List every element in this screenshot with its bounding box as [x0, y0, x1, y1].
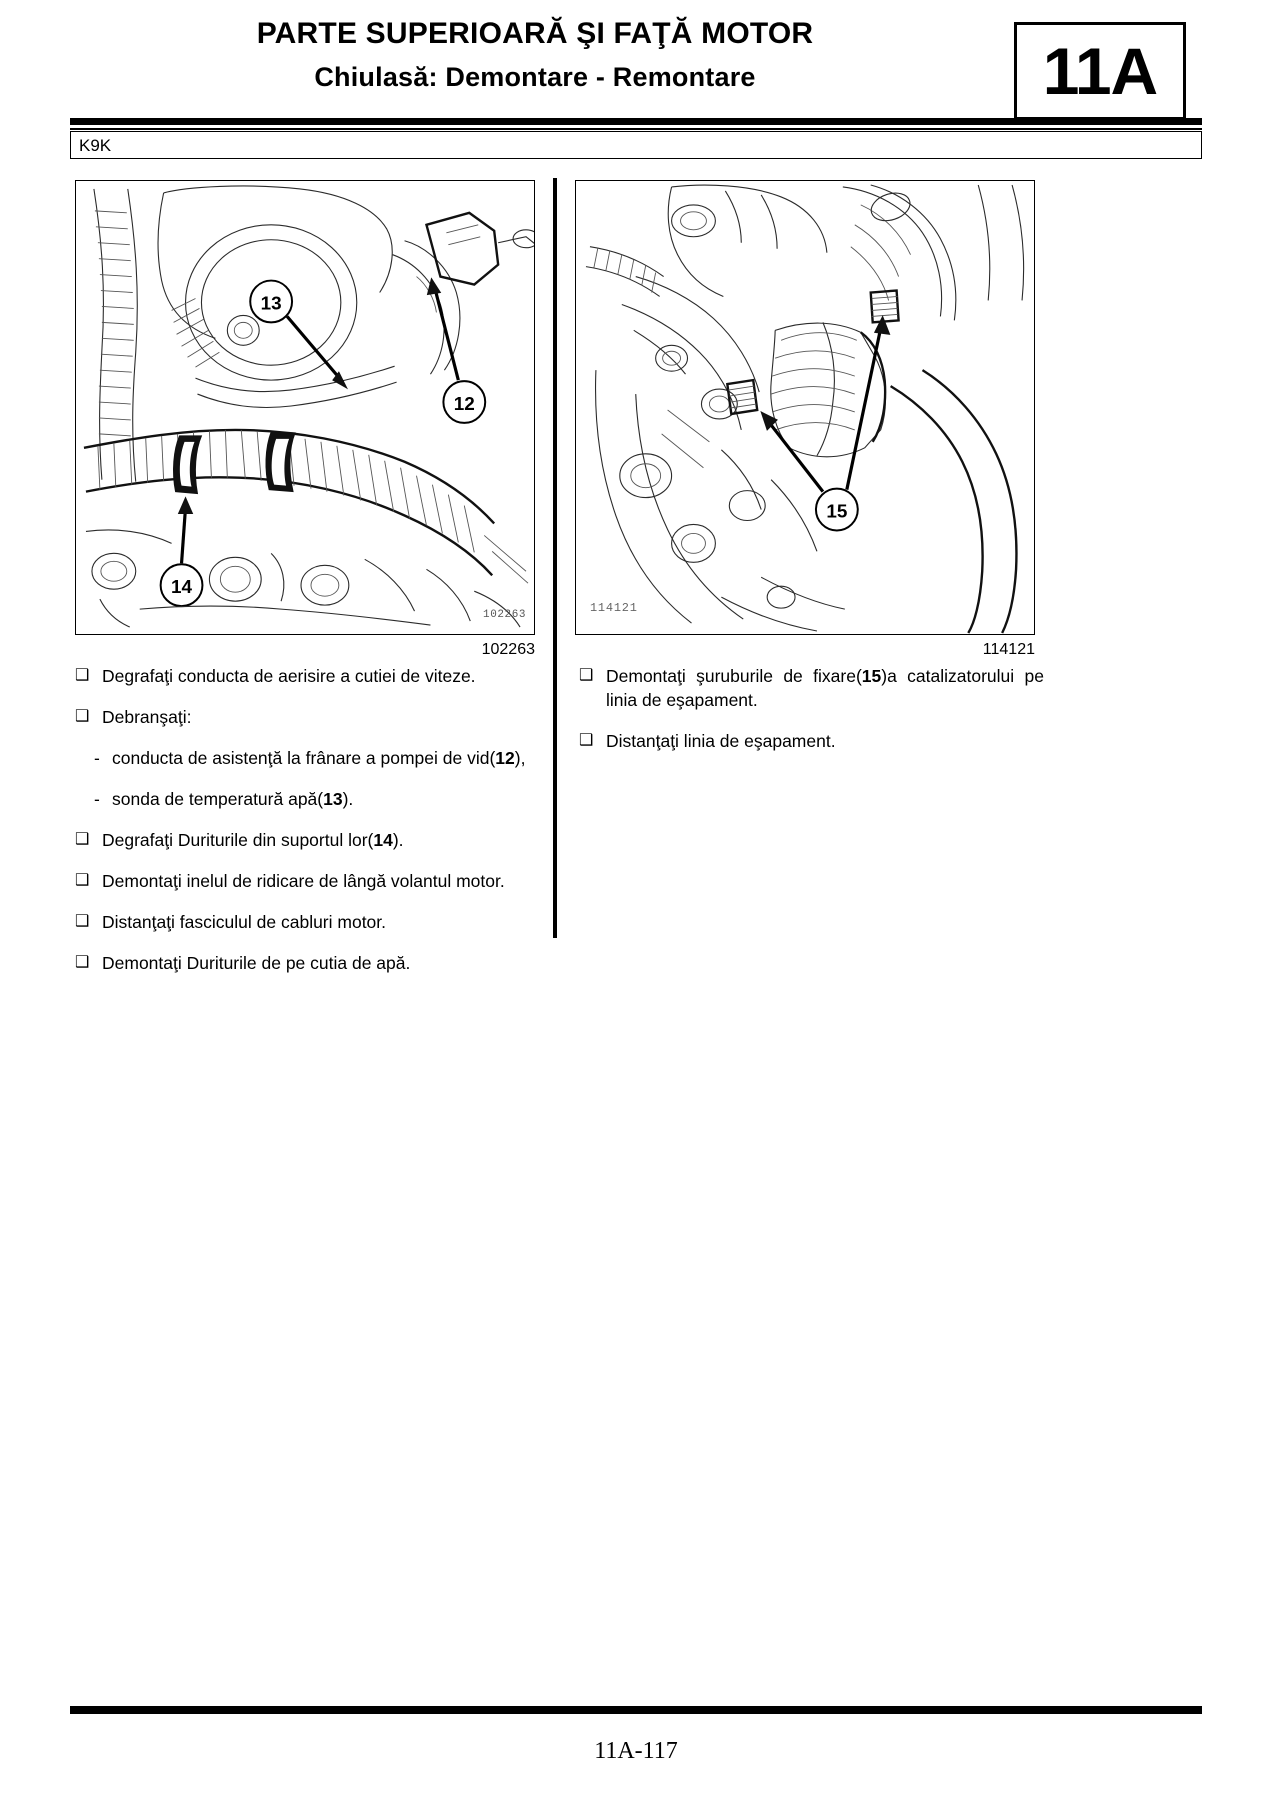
column-divider — [553, 178, 557, 938]
checkbox-bullet-icon: ❑ — [75, 708, 90, 725]
svg-text:15: 15 — [826, 502, 847, 523]
page-header: PARTE SUPERIOARĂ ŞI FAŢĂ MOTOR Chiulasă:… — [70, 14, 1202, 120]
sub-list-item-text-after: ). — [342, 789, 354, 809]
page-title: PARTE SUPERIOARĂ ŞI FAŢĂ MOTOR Chiulasă:… — [70, 14, 1000, 96]
callout-ref: 14 — [373, 830, 393, 850]
checkbox-bullet-icon: ❑ — [75, 872, 90, 889]
checkbox-bullet-icon: ❑ — [75, 954, 90, 971]
list-item: ❑ Demontaţi şuruburile de fixare(15)a ca… — [576, 664, 1044, 712]
svg-text:13: 13 — [261, 293, 282, 314]
checkbox-bullet-icon: ❑ — [75, 831, 90, 848]
header-rule-thick — [70, 118, 1202, 125]
engine-code-box: K9K — [70, 131, 1202, 159]
list-item-text: Distanţaţi fasciculul de cabluri motor. — [102, 912, 387, 932]
list-item-text-after: )a catalizatorului pe linia de eşapament… — [606, 666, 1044, 710]
list-item: ❑ Distanţaţi linia de eşapament. — [576, 729, 1044, 753]
list-item-text: Degrafaţi conducta de aerisire a cutiei … — [102, 666, 476, 686]
callout-ref: 12 — [495, 748, 515, 768]
section-badge: 11A — [1014, 22, 1186, 120]
instructions-column-right: ❑ Demontaţi şuruburile de fixare(15)a ca… — [576, 664, 1044, 770]
list-item-text: Demontaţi Duriturile de pe cutia de apă. — [102, 953, 411, 973]
page-number: 11A-117 — [594, 1738, 678, 1764]
figure-left: 13 12 — [75, 180, 535, 635]
list-item: ❑ Distanţaţi fasciculul de cabluri motor… — [72, 910, 538, 934]
footer-rule — [70, 1706, 1202, 1714]
section-badge-label: 11A — [1042, 34, 1158, 108]
list-item-text: Distanţaţi linia de eşapament. — [606, 731, 836, 751]
list-item: ❑ Degrafaţi conducta de aerisire a cutie… — [72, 664, 538, 688]
list-item: ❑ Degrafaţi Duriturile din suportul lor(… — [72, 828, 538, 852]
svg-text:14: 14 — [171, 577, 193, 598]
checkbox-bullet-icon: ❑ — [75, 913, 90, 930]
svg-text:102263: 102263 — [483, 609, 526, 621]
list-item-text-after: ). — [392, 830, 404, 850]
dash-bullet-icon: - — [94, 789, 100, 809]
figure-right-caption: 114121 — [982, 641, 1035, 658]
svg-text:12: 12 — [454, 394, 475, 415]
list-item: ❑ Debranşaţi: — [72, 705, 538, 729]
figure-right-drawing: 15 114121 — [576, 181, 1034, 634]
list-item-text: Debranşaţi: — [102, 707, 192, 727]
sub-list-item-text-after: ), — [514, 748, 526, 768]
engine-code-label: K9K — [79, 136, 112, 155]
title-line-primary: PARTE SUPERIOARĂ ŞI FAŢĂ MOTOR — [256, 17, 814, 50]
checkbox-bullet-icon: ❑ — [579, 732, 594, 749]
sub-list-item-text: conducta de asistenţă la frânare a pompe… — [112, 748, 496, 768]
callout-ref: 15 — [861, 666, 882, 686]
list-item-text: Demontaţi şuruburile de fixare( — [606, 666, 862, 686]
header-rule-thin — [70, 128, 1202, 130]
list-item-text: Demontaţi inelul de ridicare de lângă vo… — [102, 871, 505, 891]
figure-right: 15 114121 — [575, 180, 1035, 635]
dash-bullet-icon: - — [94, 748, 100, 768]
list-item: ❑ Demontaţi Duriturile de pe cutia de ap… — [72, 951, 538, 975]
instructions-column-left: ❑ Degrafaţi conducta de aerisire a cutie… — [72, 664, 538, 992]
sub-list-item: - conducta de asistenţă la frânare a pom… — [72, 746, 538, 770]
checkbox-bullet-icon: ❑ — [579, 667, 594, 684]
list-item-text: Degrafaţi Duriturile din suportul lor( — [102, 830, 374, 850]
svg-text:114121: 114121 — [590, 601, 638, 615]
title-line-secondary: Chiulasă: Demontare - Remontare — [314, 62, 756, 92]
checkbox-bullet-icon: ❑ — [75, 667, 90, 684]
list-item: ❑ Demontaţi inelul de ridicare de lângă … — [72, 869, 538, 893]
figure-left-drawing: 13 12 — [76, 181, 534, 634]
sub-list-item-text: sonda de temperatură apă( — [112, 789, 324, 809]
callout-ref: 13 — [323, 789, 343, 809]
figure-left-caption: 102263 — [481, 641, 535, 658]
sub-list-item: - sonda de temperatură apă(13). — [72, 787, 538, 811]
